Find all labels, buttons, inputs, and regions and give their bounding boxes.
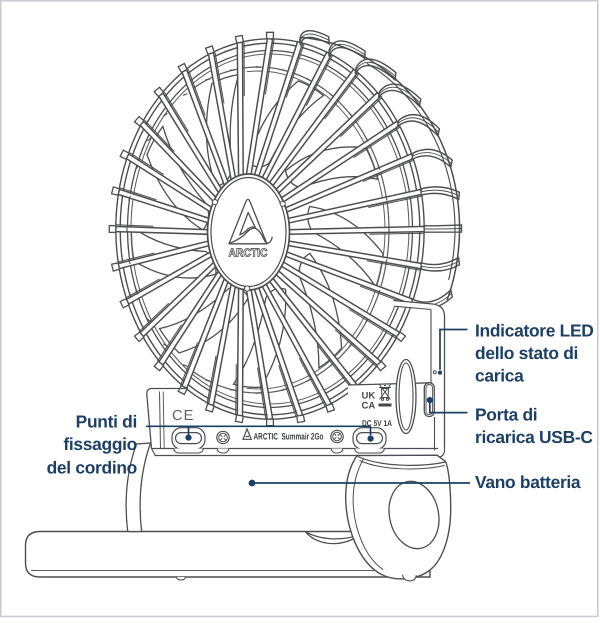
- svg-text:CA: CA: [362, 401, 376, 412]
- svg-text:ARCTIC Summair 2Go: ARCTIC Summair 2Go: [254, 431, 324, 441]
- svg-text:Punti di: Punti di: [76, 412, 137, 432]
- svg-text:Indicatore LED: Indicatore LED: [475, 321, 594, 341]
- svg-text:Vano batteria: Vano batteria: [475, 472, 581, 492]
- svg-text:carica: carica: [475, 366, 524, 386]
- svg-text:Porta di: Porta di: [475, 405, 537, 425]
- svg-text:ricarica USB-C: ricarica USB-C: [475, 427, 593, 447]
- svg-text:del cordino: del cordino: [47, 458, 137, 478]
- svg-text:CE: CE: [172, 408, 195, 424]
- svg-text:ARCTIC: ARCTIC: [229, 248, 268, 260]
- svg-text:fissaggio: fissaggio: [63, 434, 137, 454]
- svg-text:dello stato di: dello stato di: [475, 343, 578, 363]
